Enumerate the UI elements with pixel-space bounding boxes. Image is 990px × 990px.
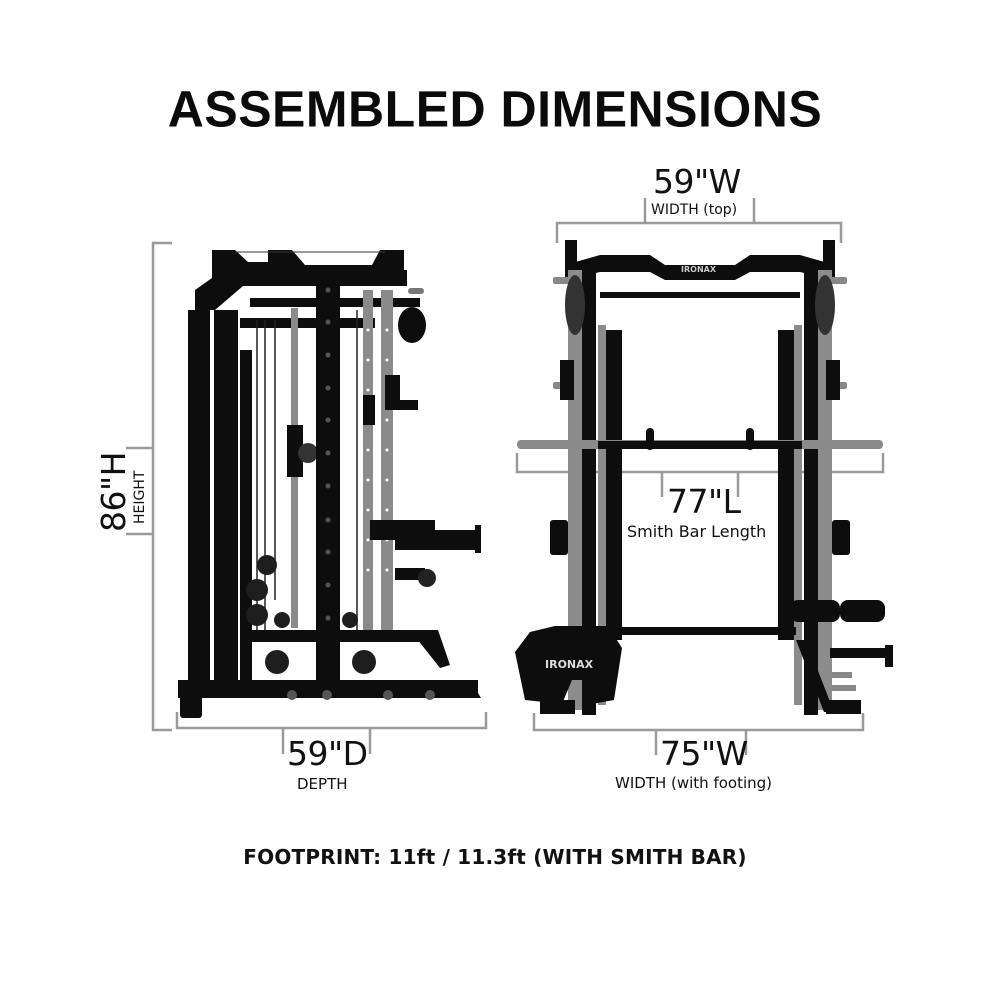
- front-view-rack: IRONAX: [515, 240, 893, 715]
- depth-label: DEPTH: [297, 775, 348, 793]
- height-value: 86"H: [94, 452, 133, 532]
- smith-bar-label: Smith Bar Length: [627, 522, 767, 541]
- side-view-rack: [178, 250, 481, 718]
- brand-logo-top: IRONAX: [681, 265, 717, 274]
- width-footing-label: WIDTH (with footing): [615, 774, 773, 792]
- dimension-lines: [126, 198, 885, 755]
- width-top-label: WIDTH (top): [651, 202, 738, 218]
- footprint-note: FOOTPRINT: 11ft / 11.3ft (WITH SMITH BAR…: [243, 845, 747, 869]
- smith-bar-value: 77"L: [667, 482, 741, 521]
- height-label: HEIGHT: [132, 470, 148, 524]
- svg-text:IRONAX: IRONAX: [545, 658, 594, 671]
- depth-value: 59"D: [287, 734, 368, 773]
- page-title: ASSEMBLED DIMENSIONS: [167, 80, 823, 138]
- width-footing-value: 75"W: [660, 734, 748, 773]
- width-top-value: 59"W: [653, 162, 741, 201]
